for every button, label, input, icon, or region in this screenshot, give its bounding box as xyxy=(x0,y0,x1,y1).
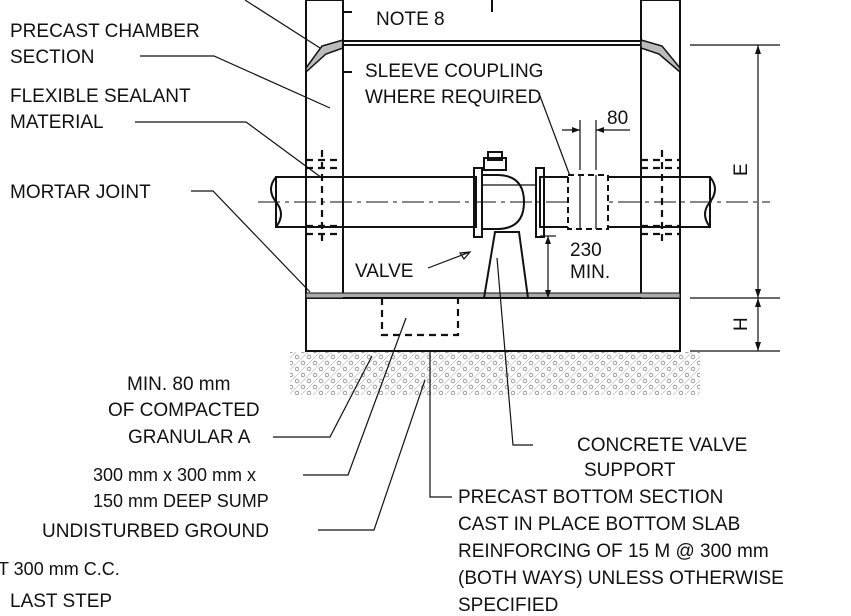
dim-min-text: MIN. xyxy=(570,262,610,283)
label-flexible-sealant: FLEXIBLE SEALANT xyxy=(10,86,191,107)
dim-H-text: H xyxy=(731,317,752,331)
leader-lines xyxy=(135,0,571,531)
label-deep-sump: 150 mm DEEP SUMP xyxy=(93,491,269,511)
label-concrete-valve-support: CONCRETE VALVE xyxy=(577,435,747,456)
pipe xyxy=(258,176,770,228)
label-granular-a: GRANULAR A xyxy=(128,427,251,448)
label-note8: NOTE 8 xyxy=(376,9,445,30)
label-valve: VALVE xyxy=(355,261,413,282)
label-of-compacted: OF COMPACTED xyxy=(108,400,260,421)
dim-E-text: E xyxy=(731,163,752,176)
label-min80: MIN. 80 mm xyxy=(127,374,230,395)
label-reinforcing: REINFORCING OF 15 M @ 300 mm xyxy=(458,541,769,562)
dim-230 xyxy=(540,235,556,298)
label-support: SUPPORT xyxy=(584,460,676,481)
sleeve-coupling xyxy=(567,174,609,230)
granular-base-hatch xyxy=(290,352,700,395)
label-cast-in-place: CAST IN PLACE BOTTOM SLAB xyxy=(458,514,740,535)
label-both-ways: (BOTH WAYS) UNLESS OTHERWISE xyxy=(458,568,784,589)
label-precast-chamber: PRECAST CHAMBER xyxy=(10,21,200,42)
wall-sleeve-dashed xyxy=(306,150,680,244)
label-undisturbed-ground: UNDISTURBED GROUND xyxy=(42,521,269,542)
top-right-joint xyxy=(640,39,681,74)
label-precast-bottom: PRECAST BOTTOM SECTION xyxy=(458,487,723,508)
top-left-joint xyxy=(305,39,344,74)
label-mortar-joint: MORTAR JOINT xyxy=(10,182,151,203)
dim-E-H xyxy=(690,44,780,352)
note8-bracket xyxy=(342,11,352,73)
label-flexible-sealant-material: MATERIAL xyxy=(10,112,104,133)
label-cc: T 300 mm C.C. xyxy=(0,559,120,579)
label-last-step: LAST STEP xyxy=(10,591,112,612)
label-sump-size: 300 mm x 300 mm x xyxy=(93,465,256,485)
label-specified: SPECIFIED xyxy=(458,595,558,616)
sump-dashed xyxy=(380,298,460,337)
dim-230-text: 230 xyxy=(570,240,602,261)
bottom-slab xyxy=(305,297,681,352)
label-sleeve-coupling-where: WHERE REQUIRED xyxy=(365,87,541,108)
label-sleeve-coupling: SLEEVE COUPLING xyxy=(365,61,543,82)
label-precast-chamber-section: SECTION xyxy=(10,47,94,68)
valve-body xyxy=(473,151,545,238)
concrete-valve-support xyxy=(482,231,530,299)
dim-80-text: 80 xyxy=(607,108,628,129)
dim-80 xyxy=(562,120,630,170)
